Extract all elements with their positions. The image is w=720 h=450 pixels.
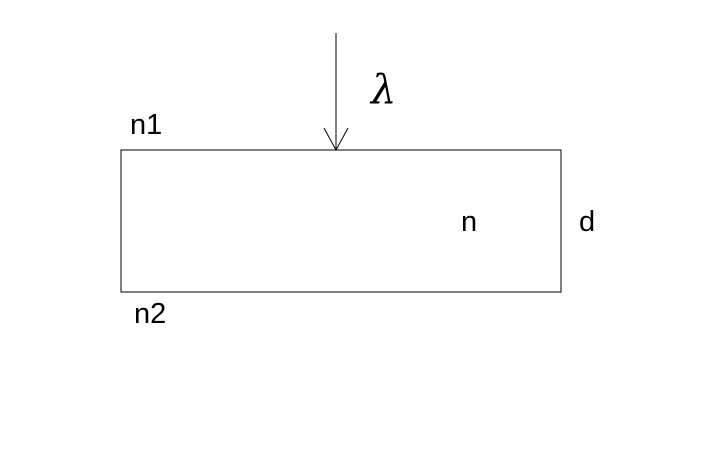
film-slab bbox=[120, 149, 562, 293]
medium-above-label: n1 bbox=[130, 109, 163, 141]
medium-below-label: n2 bbox=[134, 298, 167, 330]
film-index-label: n bbox=[461, 206, 478, 238]
arrowhead-icon bbox=[323, 127, 349, 152]
thickness-label: d bbox=[579, 206, 596, 238]
wavelength-label: λ bbox=[371, 67, 397, 113]
